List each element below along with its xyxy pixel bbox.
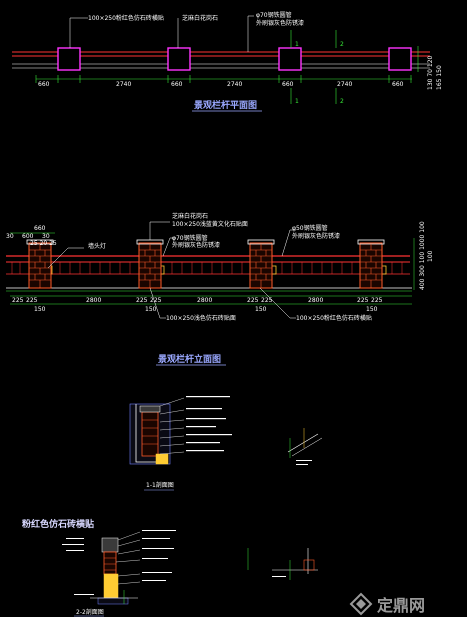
elev-dim-a-4: 225 [136,297,148,304]
detail-2-title: 粉红色仿石砖横贴 [22,518,94,530]
elev-top-dim-600: 600 [22,233,34,240]
detail-small-bottom-right [247,548,318,580]
elev-callout-top: 芝麻白花岗石 [172,212,208,220]
elev-right-dims-2: 100 [427,250,434,262]
plan-pier-4 [388,47,412,71]
elevation-pier-1 [26,239,54,289]
plan-side-dims: 130 70 120 [427,55,434,90]
elev-dim-b-1: 150 [34,306,46,313]
elev-right-dims: 400 300 100 1000 100 [419,221,426,290]
watermark-logo-icon [349,592,373,616]
elev-callout-top-2: 100×250浅蓝黄文化石贴面 [172,220,248,228]
elevation-view: 660 30 600 30 25 20 25 芝麻白花岗石 100×250浅蓝黄… [6,212,434,366]
plan-callout-pipe-1: φ70钢铁圆管 [256,11,292,19]
detail-1-label: 1-1剖面图 [146,481,174,489]
elev-top-dims-2: 25 20 25 [30,240,57,247]
elev-dim-b-4: 150 [366,306,378,313]
elev-dim-a-6: 2800 [197,297,212,304]
detail-2-section: 粉红色仿石砖横贴 2-2剖面图 [22,518,176,617]
plan-section-mark-2-top: 2 [340,41,344,48]
plan-side-dims-2: 165 150 [436,65,443,90]
elevation-pier-2 [136,239,164,289]
elev-callout-pipe-4: 外刷银灰色防锈漆 [292,232,340,240]
detail-1-section: 1-1剖面图 [129,396,232,491]
elev-callout-lamp: 墙头灯 [88,242,106,250]
elev-top-dim-30a: 30 [6,233,14,240]
plan-callout-pipe-2: 外刷银灰色防锈漆 [256,19,304,27]
plan-dim-5: 660 [282,81,294,88]
elev-dim-a-1: 225 [12,297,24,304]
elev-dim-a-11: 225 [371,297,383,304]
elev-callout-pipe-1: φ70钢铁圆管 [172,234,208,242]
detail-2-label: 2-2剖面图 [76,608,104,616]
elev-bottom-callout-1: 100×250浅色仿石砖贴面 [166,314,236,322]
elev-bottom-callout-2: 100×250粉红色仿石砖横贴 [296,314,372,322]
elev-dim-a-5: 225 [150,297,162,304]
plan-callout-left: 100×250粉红色仿石砖横贴 [88,14,164,22]
elev-dim-a-9: 2800 [308,297,323,304]
plan-dim-1: 660 [38,81,50,88]
plan-dim-3: 660 [171,81,183,88]
elev-callout-pipe-3: φ50钢铁圆管 [292,224,328,232]
elev-dim-a-10: 225 [357,297,369,304]
plan-dim-6: 2740 [337,81,352,88]
watermark-text: 定鼎网 [376,596,425,615]
plan-callout-top: 芝麻白花岗石 [182,14,218,22]
plan-section-mark-1-top: 1 [295,41,299,48]
elev-dim-a-8: 225 [261,297,273,304]
plan-section-mark-1-bottom: 1 [295,98,299,105]
elevation-pier-3 [247,239,275,289]
elevation-title: 景观栏杆立面图 [158,353,221,365]
elev-top-dim-660: 660 [34,225,46,232]
elevation-pier-4 [357,239,385,289]
elev-dim-a-7: 225 [247,297,259,304]
plan-dim-7: 660 [392,81,404,88]
elev-top-dim-30b: 30 [42,233,50,240]
plan-dim-4: 2740 [227,81,242,88]
watermark: 定鼎网 [349,592,425,616]
plan-title: 景观栏杆平面图 [194,99,257,111]
plan-pier-1 [57,47,81,71]
plan-view: 100×250粉红色仿石砖横贴 芝麻白花岗石 φ70钢铁圆管 外刷银灰色防锈漆 … [12,11,443,112]
elev-dim-a-3: 2800 [86,297,101,304]
plan-pier-2 [167,47,191,71]
plan-dim-2: 2740 [116,81,131,88]
elev-dim-b-2: 150 [145,306,157,313]
plan-section-mark-2-bottom: 2 [340,98,344,105]
elev-callout-pipe-2: 外刷银灰色防锈漆 [172,241,220,249]
plan-pier-3 [278,47,302,71]
detail-small-right [287,428,323,465]
elev-dim-b-3: 150 [255,306,267,313]
elev-dim-a-2: 225 [26,297,38,304]
